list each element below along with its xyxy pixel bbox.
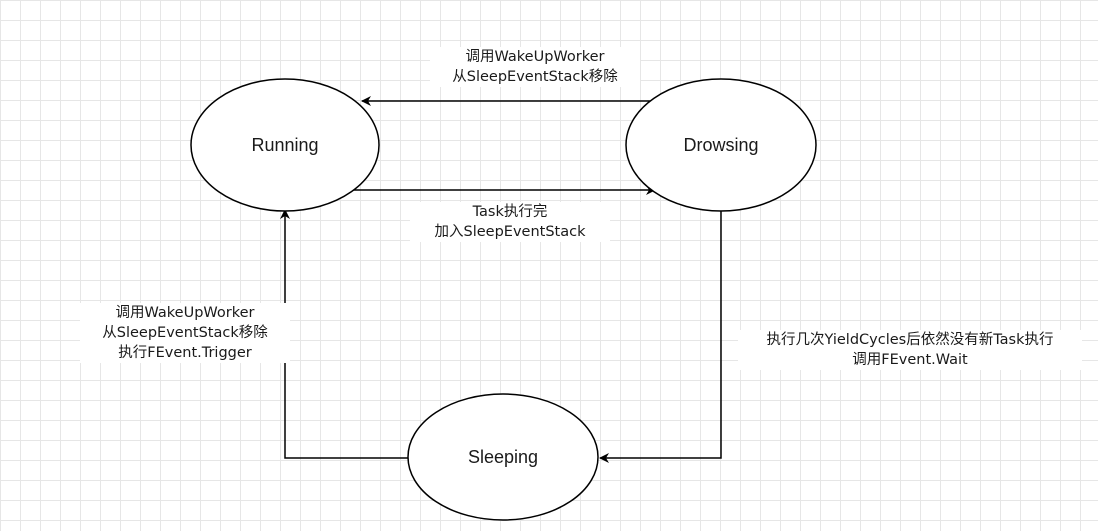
edge-label-line: Task执行完 xyxy=(472,204,548,220)
node-drowsing-shape xyxy=(625,78,817,212)
node-sleeping-label: Sleeping xyxy=(468,447,538,467)
edge-label-sleeping-to-running: 调用WakeUpWorker 从SleepEventStack移除 执行FEve… xyxy=(80,303,290,363)
node-running[interactable]: Running xyxy=(190,78,380,212)
edge-label-line: 调用WakeUpWorker xyxy=(465,49,605,65)
node-running-label: Running xyxy=(251,135,318,155)
node-sleeping-shape xyxy=(407,393,599,521)
edge-label-line: 执行FEvent.Trigger xyxy=(118,345,252,361)
edge-label-line: 从SleepEventStack移除 xyxy=(102,325,268,341)
node-drowsing[interactable]: Drowsing xyxy=(625,78,817,212)
edge-drowsing-to-sleeping[interactable] xyxy=(599,205,722,463)
node-running-shape xyxy=(190,78,380,212)
edge-label-line: 执行几次YieldCycles后依然没有新Task执行 xyxy=(766,332,1054,348)
edge-label-line: 调用WakeUpWorker xyxy=(115,305,255,321)
edge-sleeping-to-running[interactable] xyxy=(280,209,408,459)
edge-label-line: 从SleepEventStack移除 xyxy=(452,69,618,85)
node-sleeping[interactable]: Sleeping xyxy=(407,393,599,521)
edge-label-drowsing-to-running: 调用WakeUpWorker 从SleepEventStack移除 xyxy=(430,47,640,87)
node-drowsing-label: Drowsing xyxy=(683,135,758,155)
edge-label-running-to-drowsing: Task执行完 加入SleepEventStack xyxy=(410,202,610,242)
edge-label-drowsing-to-sleeping: 执行几次YieldCycles后依然没有新Task执行 调用FEvent.Wai… xyxy=(738,330,1082,370)
edge-label-line: 调用FEvent.Wait xyxy=(852,352,968,368)
edge-label-line: 加入SleepEventStack xyxy=(434,224,586,240)
